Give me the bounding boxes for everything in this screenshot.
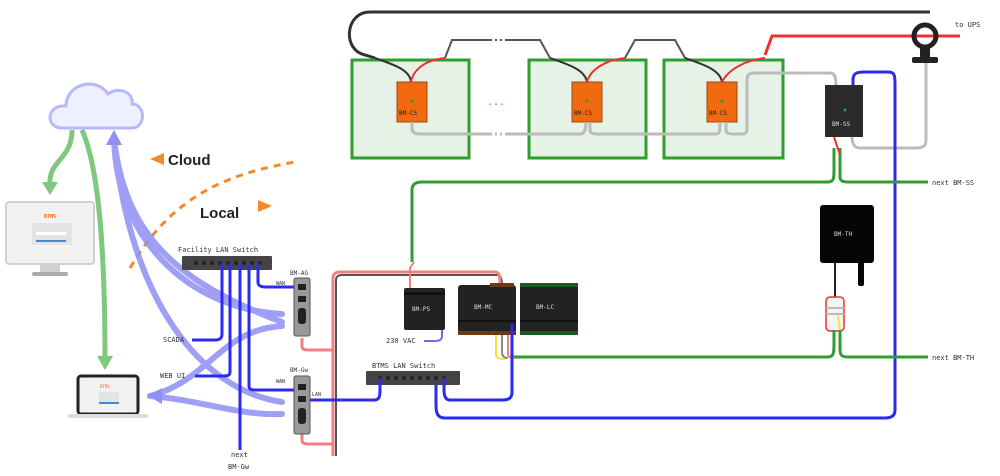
power-supply-module[interactable]: BM-PS [404,288,445,330]
local-zone-label: Local [200,205,239,222]
cs-chain-2 [505,121,588,136]
ss-ethernet-cable [434,70,897,420]
cs-chain-4 [724,71,838,136]
desktop-arrow-icon [42,182,58,195]
next-gw-label-2: BM-Gw [228,463,250,471]
power-main-grey [335,274,503,456]
ag-wan-port-label: WAN [276,281,285,287]
th-next-bus-cable [838,330,928,359]
cs-label-2: BM-CS [574,110,592,117]
th-bus-cable [510,330,836,359]
interconnect-2 [505,39,551,59]
ups-power-cable [763,34,960,56]
webui-label: WEB UI [160,372,185,380]
gw-lan-cable [302,378,382,402]
gw-lan-port-label: LAN [312,392,321,398]
next-th-label: next BM-TH [932,354,974,362]
laptop[interactable]: BTMS [68,374,148,418]
cloud-to-laptop-link [79,128,108,361]
ss-red-lead [833,136,841,156]
power-main-red [331,270,502,456]
ps-label: BM-PS [412,306,430,313]
gateway-gw-module[interactable] [293,375,311,435]
webui-cable [195,263,232,378]
cloud-icon [48,82,144,130]
main-controller-module[interactable]: BM-MC [458,283,516,335]
mc-grey-lead [501,335,509,359]
temp-humidity-sensor[interactable]: BM-TH [820,205,874,332]
cs-chain-1 [410,122,490,136]
gw-label: BM-Gw [290,367,308,374]
string-return-cable [348,10,930,60]
current-sensor-cable [850,63,928,150]
battery-cell-1[interactable]: BM-CS [350,57,471,160]
battery-cell-2[interactable]: BM-CS [527,57,648,160]
ps-bus-tap [409,261,415,288]
cloud-arrow-icon [150,153,164,165]
mc-ethernet-cable [442,324,514,402]
uplink-gw-1 [111,137,285,405]
ss-label: BM-SS [832,121,850,128]
power-ag [300,338,333,352]
battery-cell-3[interactable]: BM-CS [662,57,785,160]
mc-red-lead [507,335,516,359]
interconnect-3 [624,39,686,59]
laptop-link-1 [147,323,285,399]
th-label: BM-TH [834,231,852,238]
ss-next-bus-cable [838,148,928,184]
ss-bus-cable [410,148,836,262]
cloud-zone-label: Cloud [168,152,211,169]
current-sensor-icon [911,22,939,63]
laptop-brand: BTMS [100,384,110,389]
cs-label-3: BM-CS [709,110,727,117]
cs-label-1: BM-CS [399,110,417,117]
vac-cable [424,330,443,342]
cs-chain-3 [588,121,722,136]
interconnect-1 [444,39,490,59]
cloud-local-divider [128,160,296,269]
next-ss-label: next BM-SS [932,179,974,187]
facility-switch-label: Facility LAN Switch [178,246,258,254]
power-gw [300,430,333,446]
mc-label: BM-MC [474,304,492,311]
vac-label: 230 VAC [386,337,416,345]
gw-wan-port-label: WAN [276,379,285,385]
laptop-link-2 [147,393,285,418]
cell-ellipsis: ... [487,97,505,108]
cloud-to-desktop-link [47,129,75,186]
ag-wan-cable [256,263,298,289]
gw-wan-cable [247,263,298,392]
btms-switch-label: BTMS LAN Switch [372,362,435,370]
string-sensor-module[interactable]: BM-SS [825,85,863,137]
logic-controller-module[interactable]: BM-LC [520,283,578,335]
cloud-uplink-arrow-icon [106,130,122,145]
mc-yellow-lead [495,335,506,360]
ag-label: BM-AG [290,270,308,277]
next-gw-label-1: next [231,451,248,459]
gateway-ag-module[interactable] [293,277,311,337]
ups-label: to UPS [955,21,980,29]
scada-label: SCADA [163,336,185,344]
desktop-monitor[interactable]: BTMS [5,201,95,276]
desktop-brand: BTMS [44,214,56,220]
local-arrow-icon [258,200,272,212]
scada-cable [192,263,224,342]
laptop-arrow-icon [97,356,113,370]
laptop-in-arrow-icon [148,388,162,404]
lc-label: BM-LC [536,304,554,311]
